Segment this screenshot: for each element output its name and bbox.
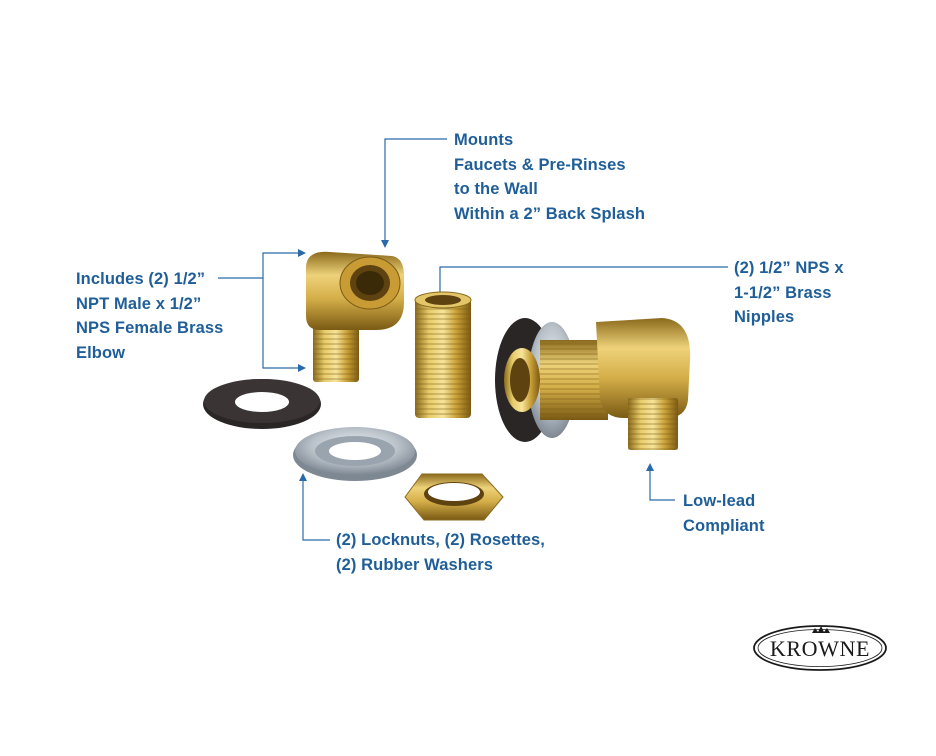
brass-nipple	[414, 291, 472, 418]
logo-wordmark: KROWNE	[770, 636, 870, 661]
callout-low-lead-line: Low-lead	[683, 492, 756, 510]
callout-mounts: Mounts Faucets & Pre-Rinses to the Wall …	[454, 128, 645, 226]
callout-mounts-line: Faucets & Pre-Rinses	[454, 155, 626, 174]
arrow-elbow-top	[298, 249, 306, 257]
rosette-washer	[293, 427, 417, 481]
callout-mounts-line: Mounts	[454, 131, 514, 149]
callout-elbow-line: NPS Female Brass	[76, 319, 224, 337]
leader-nipples	[439, 266, 728, 300]
callout-elbow-line: Elbow	[76, 343, 126, 362]
arrow-elbow-bottom	[298, 364, 306, 372]
callout-nipples-line: (2) 1/2” NPS x	[734, 259, 844, 277]
leader-elbow-bottom	[262, 278, 300, 369]
assembled-fitting-right	[495, 318, 691, 450]
leader-mounts	[384, 138, 447, 244]
krowne-logo: KROWNE	[753, 625, 887, 671]
arrow-mounts	[381, 240, 389, 248]
callout-elbow: Includes (2) 1/2” NPT Male x 1/2” NPS Fe…	[76, 267, 223, 365]
leader-lowlead	[649, 468, 675, 501]
callout-low-lead-line: Compliant	[683, 516, 765, 535]
callout-locknuts-line: (2) Locknuts, (2) Rosettes,	[336, 531, 545, 549]
leader-locknuts	[302, 478, 330, 541]
callout-mounts-line: to the Wall	[454, 180, 538, 198]
arrow-lowlead	[646, 463, 654, 471]
arrow-locknuts	[299, 473, 307, 481]
callout-locknuts: (2) Locknuts, (2) Rosettes, (2) Rubber W…	[336, 528, 545, 577]
callout-nipples: (2) 1/2” NPS x 1-1/2” Brass Nipples	[734, 256, 844, 330]
callout-mounts-line: Within a 2” Back Splash	[454, 204, 646, 223]
leader-lines	[218, 138, 728, 541]
callout-elbow-line: Includes (2) 1/2”	[76, 270, 206, 288]
callout-low-lead: Low-lead Compliant	[683, 489, 765, 538]
brass-elbow-left	[306, 251, 404, 382]
callout-elbow-line: NPT Male x 1/2”	[76, 294, 202, 313]
brass-locknut	[404, 473, 504, 521]
callout-locknuts-line: (2) Rubber Washers	[336, 555, 494, 574]
callout-nipples-line: Nipples	[734, 308, 795, 326]
leader-elbow	[218, 252, 300, 279]
rubber-washer-left	[203, 379, 321, 429]
callout-nipples-line: 1-1/2” Brass	[734, 283, 832, 302]
